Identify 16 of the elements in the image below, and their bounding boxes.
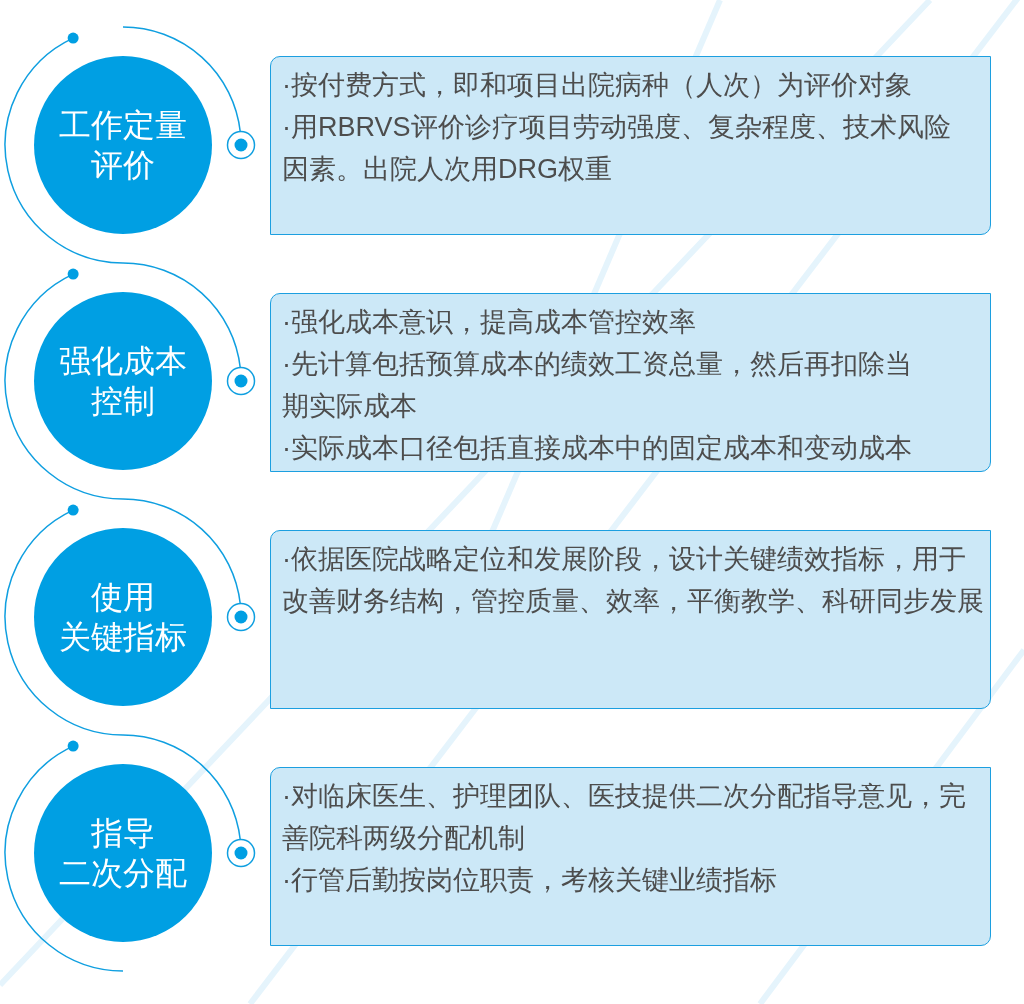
bullet-text: ·用RBRVS评价诊疗项目劳动强度、复杂程度、技术风险因素。出院人次用DRG权重 xyxy=(282,111,952,186)
bullet-text: ·实际成本口径包括直接成本中的固定成本和变动成本 xyxy=(282,432,913,465)
info-panel xyxy=(270,56,991,235)
circle-label: 工作定量评价 xyxy=(59,106,187,185)
info-panel xyxy=(270,767,991,946)
bullet-text: ·按付费方式，即和项目出院病种（人次）为评价对象 xyxy=(282,69,913,102)
bullet-text: ·依据医院战略定位和发展阶段，设计关键绩效指标，用于改善财务结构，管控质量、效率，平衡教学、科研同步发展 xyxy=(282,543,985,618)
circle-label: 指导二次分配 xyxy=(59,814,187,893)
bullet-text: ·先计算包括预算成本的绩效工资总量，然后再扣除当期实际成本 xyxy=(282,348,913,423)
info-panel xyxy=(270,530,991,709)
info-panel xyxy=(270,293,991,472)
circle-label: 强化成本控制 xyxy=(59,342,187,421)
bullet-text: ·强化成本意识，提高成本管控效率 xyxy=(282,306,697,339)
bullet-text: ·行管后勤按岗位职责，考核关键业绩指标 xyxy=(282,864,778,897)
circle-label: 使用关键指标 xyxy=(59,578,187,657)
bullet-text: ·对临床医生、护理团队、医技提供二次分配指导意见，完善院科两级分配机制 xyxy=(282,780,967,855)
